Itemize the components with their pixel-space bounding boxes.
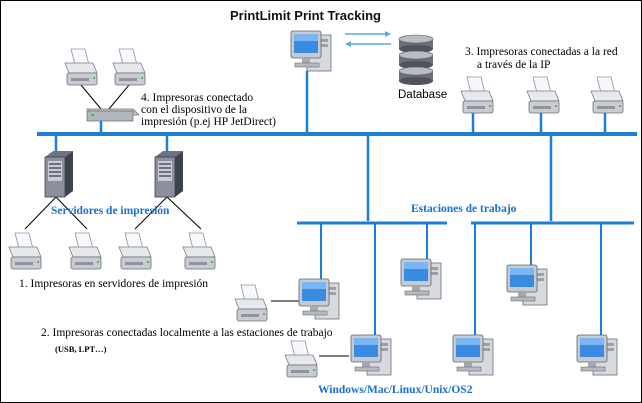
- os-list-label: Windows/Mac/Linux/Unix/OS2: [318, 384, 473, 396]
- workstation-icon: [298, 278, 340, 320]
- local-printers-label: 2. Impresoras conectadas localmente a la…: [41, 327, 333, 339]
- workstation-icon: [452, 334, 494, 376]
- tracking-server-pc-icon: [290, 30, 332, 72]
- print-servers-label: Servidores de impresión: [51, 205, 170, 217]
- server-printer-icon: [118, 232, 152, 270]
- print-server-icon: [44, 150, 74, 198]
- local-ports-label: (USB, LPT…): [55, 344, 107, 354]
- workstation-icon: [576, 334, 618, 376]
- jetdirect-label-line1: 4. Impresoras conectado: [141, 92, 254, 104]
- network-printer-icon: [526, 76, 560, 114]
- network-printers-label-line2: a través de la IP: [477, 59, 551, 71]
- server-printer-icon: [182, 232, 216, 270]
- workstation-icon: [400, 258, 442, 300]
- diagram-title: PrintLimit Print Tracking: [230, 8, 381, 23]
- network-printer-icon: [460, 76, 494, 114]
- network-printer-icon: [590, 76, 624, 114]
- local-printer-icon: [234, 284, 268, 322]
- workstation-icon: [350, 334, 392, 376]
- jetdirect-printer-icon: [64, 48, 98, 86]
- database-label: Database: [398, 89, 448, 101]
- local-printer-icon: [284, 340, 318, 378]
- server-printer-icon: [68, 232, 102, 270]
- jetdirect-printer-icon: [112, 48, 146, 86]
- network-printers-label-line1: 3. Impresoras conectadas a la red: [465, 46, 618, 58]
- database-icon: [398, 34, 434, 86]
- print-server-icon: [154, 150, 184, 198]
- jetdirect-label-line2: con el dispositivo de la: [141, 104, 248, 116]
- jetdirect-box-icon: [86, 108, 140, 122]
- workstations-label: Estaciones de trabajo: [411, 203, 517, 215]
- workstation-icon: [506, 264, 548, 306]
- jetdirect-label-line3: impresión (p.ej HP JetDirect): [141, 116, 276, 128]
- server-printers-label: 1. Impresoras en servidores de impresión: [19, 278, 209, 290]
- server-printer-icon: [8, 232, 42, 270]
